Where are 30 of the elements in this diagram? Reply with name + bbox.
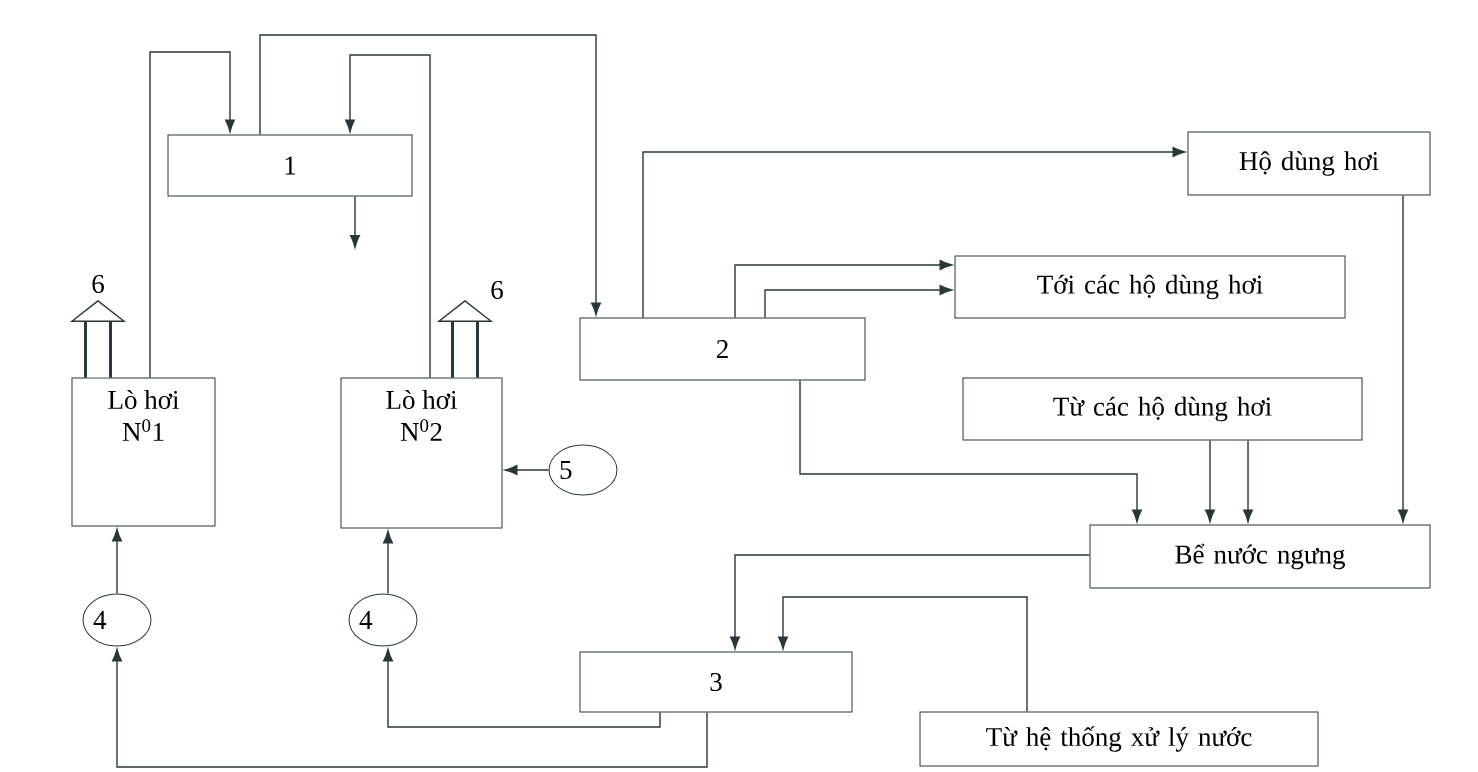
arrow (149, 51, 235, 379)
arrow (112, 648, 708, 768)
arrow (764, 285, 953, 319)
process-box: Từ hệ thống xử lý nước (919, 711, 1319, 767)
arrow (734, 260, 953, 319)
arrow (383, 648, 661, 728)
arrow (730, 554, 1091, 650)
boiler-box: Lò hơi N$^{0}$2 (340, 377, 503, 529)
edge-label: 6 (90, 273, 106, 295)
process-box: 1 (167, 134, 413, 197)
arrow (799, 379, 1142, 523)
boiler-box: Lò hơi N$^{0}$1 (71, 377, 216, 527)
process-box: Tới các hộ dùng hơi (954, 255, 1346, 319)
arrow (350, 195, 360, 248)
arrow (383, 530, 393, 595)
process-box: 3 (579, 651, 853, 713)
arrow (112, 528, 122, 595)
arrow (259, 34, 601, 316)
arrow (1205, 439, 1215, 523)
process-box: 2 (579, 317, 866, 381)
process-box: Bể nước ngưng (1089, 524, 1431, 589)
process-box: Hộ dùng hơi (1187, 131, 1431, 196)
arrow (1398, 194, 1408, 523)
arrow (345, 54, 431, 379)
arrow (778, 596, 1028, 713)
process-box: Từ các hộ dùng hơi (962, 377, 1363, 441)
arrow (642, 147, 1186, 319)
edge-label: 6 (489, 279, 505, 301)
arrow (1243, 439, 1253, 523)
arrow (504, 465, 550, 475)
